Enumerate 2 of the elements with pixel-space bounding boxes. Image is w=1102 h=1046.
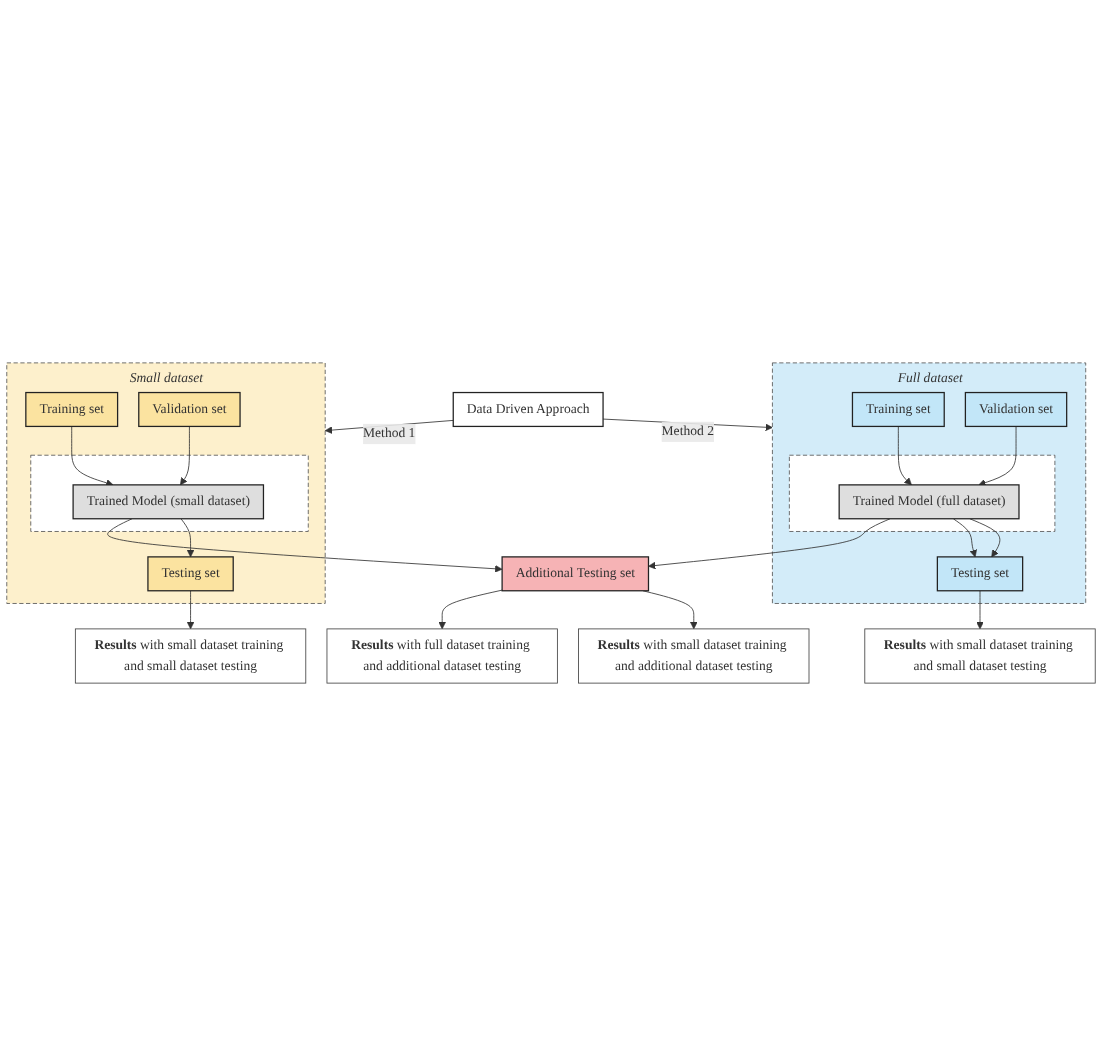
cluster xyxy=(788,454,1056,532)
cluster xyxy=(30,454,309,532)
